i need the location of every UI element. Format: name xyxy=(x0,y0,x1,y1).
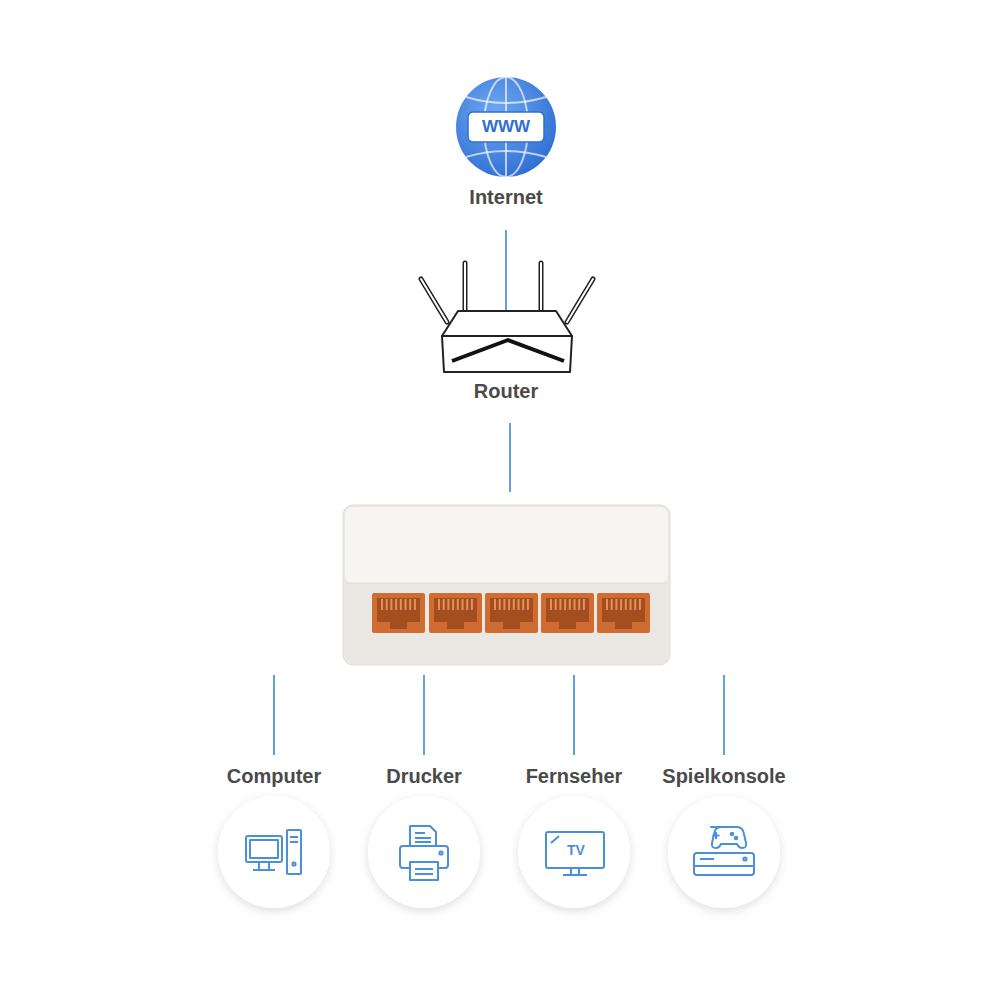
router-node: Router xyxy=(436,310,576,405)
network-cable-line xyxy=(274,423,724,755)
node-label: Internet xyxy=(436,185,576,209)
game-console-icon xyxy=(711,827,746,848)
computer-icon xyxy=(250,840,278,858)
router-illustration xyxy=(464,263,466,312)
globe-icon xyxy=(466,151,546,157)
network-cable-line xyxy=(273,675,275,755)
router-illustration xyxy=(421,279,447,322)
printer-icon xyxy=(415,833,431,842)
game-console-icon xyxy=(743,857,746,860)
tv-icon xyxy=(551,836,559,843)
device-node: FernseherTV xyxy=(499,764,649,914)
computer-icon xyxy=(287,830,301,874)
network-cable-line xyxy=(573,675,575,755)
network-cable-line xyxy=(723,675,725,755)
node-label: Spielkonsole xyxy=(649,764,799,788)
node-label: Router xyxy=(436,379,576,403)
internet-node: WWW Internet xyxy=(436,68,576,230)
printer-icon xyxy=(415,869,433,874)
game-console-icon xyxy=(731,833,734,836)
printer-icon xyxy=(439,851,442,854)
device-node: Drucker xyxy=(349,764,499,914)
computer-icon xyxy=(246,836,282,862)
router-illustration xyxy=(421,279,447,322)
node-label: Drucker xyxy=(349,764,499,788)
router-illustration xyxy=(567,279,593,322)
node-label: Fernseher xyxy=(499,764,649,788)
switch-illustration xyxy=(597,593,650,633)
globe-icon xyxy=(456,77,556,177)
router-illustration xyxy=(540,263,542,312)
device-circle xyxy=(668,796,780,908)
computer-icon xyxy=(246,830,301,874)
game-console-icon xyxy=(694,853,754,875)
printer-icon xyxy=(410,862,438,880)
router-illustration xyxy=(539,263,544,312)
switch-illustration xyxy=(346,583,667,584)
switch-illustration xyxy=(485,593,538,633)
router-illustration xyxy=(463,263,468,312)
switch-illustration xyxy=(372,593,425,633)
globe-icon xyxy=(466,97,546,103)
device-node: Spielkonsole xyxy=(649,764,799,914)
computer-icon xyxy=(253,862,275,870)
globe-icon xyxy=(466,77,546,177)
game-console-icon xyxy=(713,832,720,839)
globe-icon xyxy=(468,112,544,142)
router-illustration xyxy=(442,311,572,336)
device-circle xyxy=(218,796,330,908)
switch-illustration xyxy=(429,593,482,633)
game-console-icon xyxy=(735,837,738,840)
node-label: Computer xyxy=(199,764,349,788)
switch-illustration xyxy=(345,507,668,583)
network-cable-line xyxy=(509,423,511,492)
router-illustration xyxy=(567,279,593,322)
computer-icon xyxy=(290,837,298,842)
connector-line xyxy=(505,230,507,310)
switch-illustration xyxy=(541,593,594,633)
printer-icon xyxy=(410,826,436,846)
globe-text: WWW xyxy=(468,116,544,138)
device-node: Computer xyxy=(199,764,349,914)
device-circle xyxy=(368,796,480,908)
game-console-icon xyxy=(694,827,754,875)
router-illustration xyxy=(442,336,572,372)
printer-icon xyxy=(400,826,448,880)
tv-screen-text: TV xyxy=(501,841,651,859)
router-illustration xyxy=(452,340,564,361)
router-illustration xyxy=(421,263,593,372)
computer-icon xyxy=(292,862,295,865)
tv-icon xyxy=(563,868,587,875)
switch-illustration xyxy=(343,505,670,665)
globe-icon xyxy=(456,77,556,177)
switch-illustration xyxy=(343,505,670,665)
device-circle xyxy=(218,796,780,908)
network-cable-line xyxy=(423,675,425,755)
